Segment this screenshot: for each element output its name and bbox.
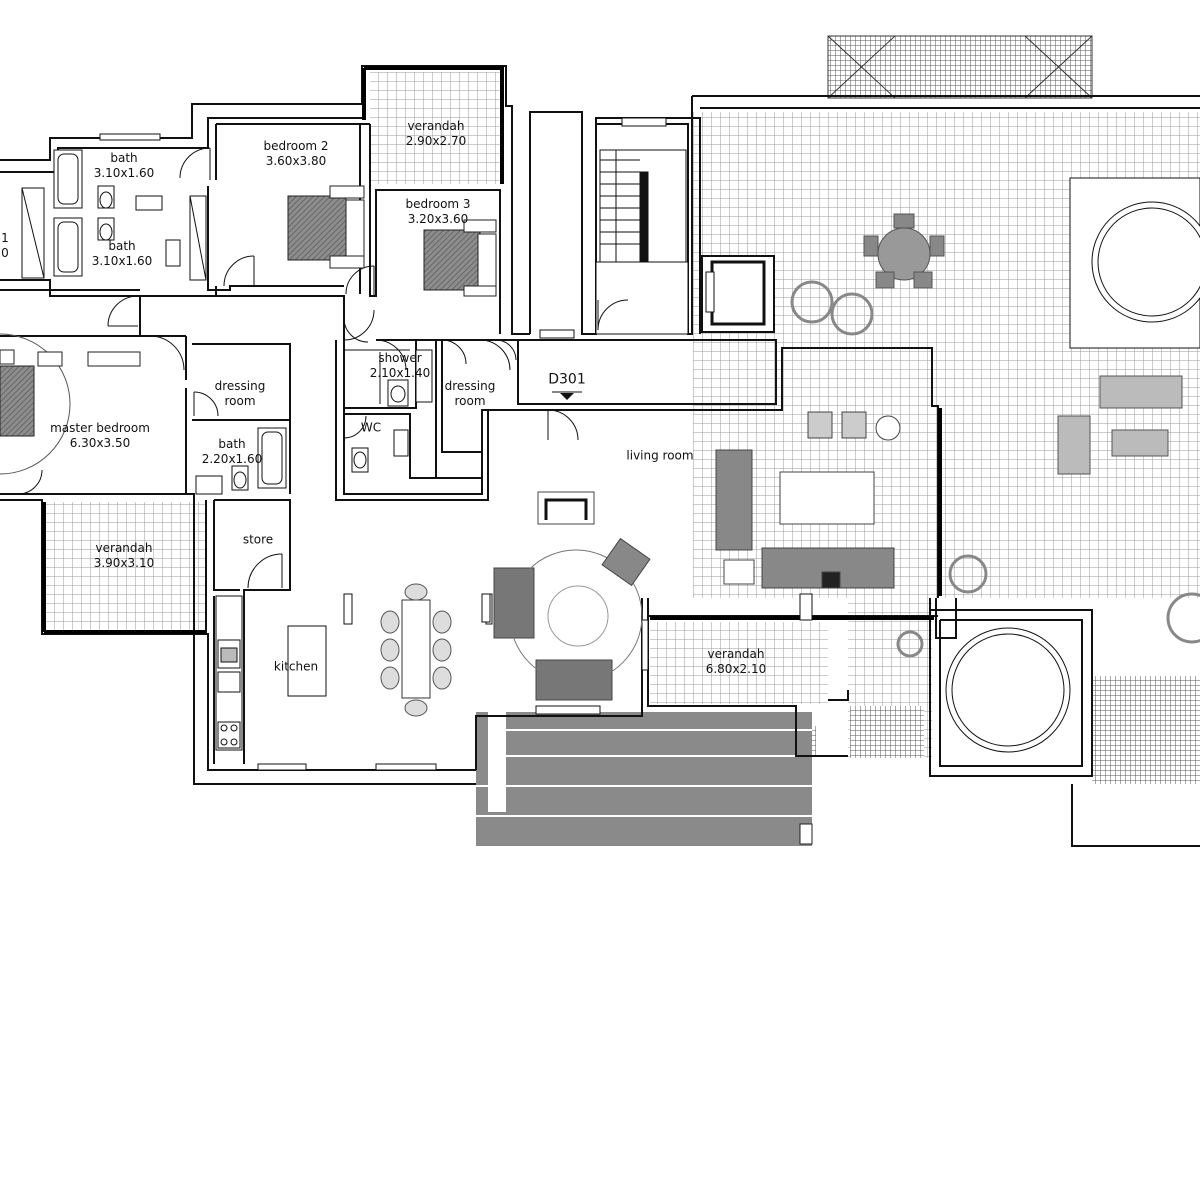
lift <box>701 255 775 333</box>
door-code-label: D301 <box>548 371 586 388</box>
room-name: WC <box>360 420 382 435</box>
door-code-arrow-icon <box>552 391 582 400</box>
room-label-verandah-top: verandah 2.90x2.70 <box>406 119 467 149</box>
door-swings <box>17 147 579 589</box>
roof-dark-bottom-mid <box>850 706 924 758</box>
room-label-store: store <box>243 533 273 548</box>
room-size: 2.20x1.60 <box>201 452 263 466</box>
walls <box>0 65 1200 847</box>
room-label-bedroom-2: bedroom 2 3.60x3.80 <box>263 139 328 169</box>
room-size: 2.90x2.70 <box>405 134 467 148</box>
beds <box>0 185 497 475</box>
room-label-kitchen: kitchen <box>274 660 318 675</box>
room-size: 3.20x3.60 <box>407 212 469 226</box>
room-size: 2.10x1.40 <box>369 366 431 380</box>
room-name: bath <box>108 239 136 253</box>
room-name: living room <box>626 448 694 463</box>
room-name: master bedroom <box>50 421 150 435</box>
room-label-dressing-room-1: dressing room <box>205 379 275 409</box>
verandah-top-tiles <box>370 72 502 184</box>
roof-dark-top <box>828 36 1092 98</box>
room-name: verandah <box>95 541 153 555</box>
roof-cross-lines <box>827 35 1093 99</box>
room-label-wc: WC <box>361 421 381 436</box>
room-size: 6.80x2.10 <box>705 662 767 676</box>
room-size: 3.10x1.60 <box>93 166 155 180</box>
room-size: 3.90x3.10 <box>93 556 155 570</box>
dining-table <box>380 583 452 717</box>
room-label-bath-2: bath 3.10x1.60 <box>92 239 153 269</box>
internal-stair <box>595 149 689 335</box>
room-name: bedroom 3 <box>405 197 471 211</box>
room-size: 0 <box>1 246 9 260</box>
room-label-master-bedroom: master bedroom 6.30x3.50 <box>50 421 150 451</box>
bath-fixtures <box>21 149 433 495</box>
room-name: 1 <box>1 231 9 245</box>
room-name: verandah <box>407 119 465 133</box>
thick-walls <box>42 66 942 634</box>
room-name: bath <box>110 151 138 165</box>
verandah-bottom-tiles <box>650 622 828 704</box>
room-name: store <box>242 532 274 547</box>
room-name: bedroom 2 <box>263 139 329 153</box>
room-name: dressing room <box>444 379 496 408</box>
room-size: 3.60x3.80 <box>265 154 327 168</box>
room-label-dressing-room-2: dressing room <box>438 379 502 409</box>
room-label-shower: shower 2.10x1.40 <box>370 351 431 381</box>
roof-dark-bottom-right <box>1092 676 1200 784</box>
room-name: kitchen <box>273 659 319 674</box>
room-label-living-room: living room <box>626 449 693 464</box>
terrace-furniture <box>790 213 1200 658</box>
room-size: 3.10x1.60 <box>91 254 153 268</box>
living-furniture <box>481 411 901 701</box>
room-label-bedroom-3: bedroom 3 3.20x3.60 <box>405 197 470 227</box>
room-size: 6.30x3.50 <box>69 436 131 450</box>
room-name: bath <box>218 437 246 451</box>
kitchen-fixtures <box>215 593 353 751</box>
room-name: shower <box>378 351 422 365</box>
room-name: verandah <box>707 647 765 661</box>
verandah-left-tiles <box>44 502 206 632</box>
room-label-bath-3: bath 2.20x1.60 <box>202 437 263 467</box>
entrance-stairs <box>476 712 813 846</box>
room-label-bath-1: bath 3.10x1.60 <box>94 151 155 181</box>
roof-lights <box>945 177 1200 753</box>
room-label-bedroom-1-cut: 1 0 <box>1 231 9 261</box>
room-label-verandah-left: verandah 3.90x3.10 <box>94 541 155 571</box>
room-name: dressing room <box>214 379 266 408</box>
room-label-verandah-bottom: verandah 6.80x2.10 <box>706 647 767 677</box>
